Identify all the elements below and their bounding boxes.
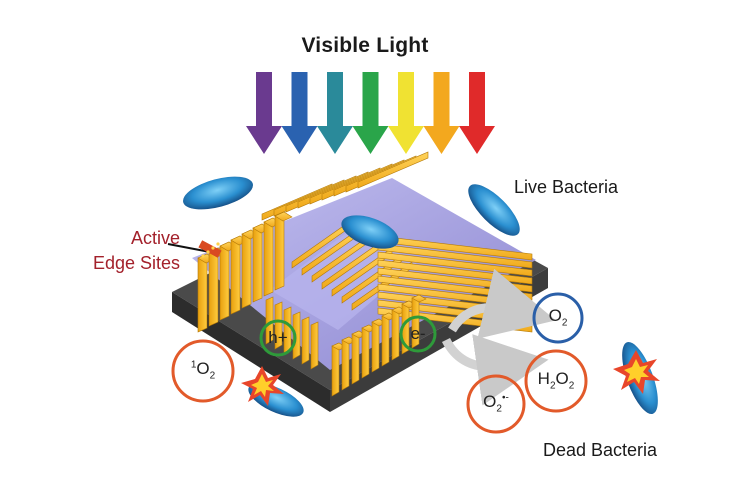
explosion-icon <box>241 366 284 406</box>
diagram-title: Visible Light <box>301 34 429 57</box>
edge-flake <box>197 253 208 333</box>
edge-flake-top <box>411 294 427 303</box>
singlet-oxygen-sup: 1 <box>190 359 197 371</box>
edge-flake <box>208 247 219 327</box>
edge-flake <box>263 217 274 297</box>
live-bacterium-1 <box>183 176 253 210</box>
singlet-oxygen-label: 1O2 <box>179 359 227 381</box>
light-arrow <box>281 72 318 154</box>
edge-flake <box>241 229 252 309</box>
superoxide-circle <box>466 374 526 434</box>
active-edge-sites-label: Active Edge Sites <box>70 226 180 276</box>
reduction-arrow <box>441 334 549 406</box>
light-arrow <box>352 72 389 154</box>
hydrogen-peroxide-label: H2O2 <box>526 369 586 391</box>
edge-flake <box>391 306 400 361</box>
dead-bacteria-label: Dead Bacteria <box>543 440 658 460</box>
singlet-oxygen-sub: 2 <box>209 370 216 382</box>
singlet-oxygen-base: O <box>196 359 210 378</box>
edge-flake-stacks <box>197 151 533 397</box>
explosion-icon <box>613 350 660 394</box>
oxygen-label: O2 <box>534 306 582 328</box>
edge-flake <box>351 330 360 385</box>
active-edge-marker <box>167 240 222 258</box>
light-arrow <box>317 72 353 154</box>
superoxide-label: O2•- <box>472 392 520 414</box>
h2o2-h: H <box>537 369 550 388</box>
edge-flake <box>252 223 263 303</box>
oxygen-circle <box>532 292 584 344</box>
electron-label: e- <box>410 324 426 343</box>
edge-flake <box>301 316 310 365</box>
light-arrow <box>459 72 495 154</box>
h2o2-o-sub: 2 <box>568 380 575 392</box>
hydrogen-peroxide-circle <box>524 349 588 413</box>
edge-flake <box>371 318 380 373</box>
active-edge-sites-line1: Active <box>130 228 180 248</box>
h2o2-o: O <box>555 369 569 388</box>
edge-flake-top <box>274 211 293 222</box>
superoxide-base: O <box>483 392 497 411</box>
live-bacterium-3 <box>341 215 399 249</box>
oxygen-base: O <box>548 306 562 325</box>
superoxide-sup: •- <box>501 392 509 404</box>
edge-flake <box>310 321 319 370</box>
light-arrow <box>246 72 282 154</box>
h2o2-h-sub: 2 <box>549 380 556 392</box>
live-bacteria-label: Live Bacteria <box>514 177 619 197</box>
electron-circle <box>399 315 437 353</box>
edge-flake <box>219 241 230 321</box>
edge-flake <box>357 151 429 189</box>
edge-flake <box>381 312 390 367</box>
visible-light-arrows <box>246 72 495 154</box>
live-bacterium-2 <box>468 184 520 236</box>
edge-flake <box>331 342 340 397</box>
edge-flake <box>230 235 241 315</box>
light-arrow <box>388 72 424 154</box>
active-edge-sites-line2: Edge Sites <box>92 253 180 273</box>
singlet-oxygen-circle <box>171 339 235 403</box>
hole-circle <box>259 319 297 357</box>
edge-flake <box>274 301 283 350</box>
electron-transfer-arrow <box>448 268 556 339</box>
edge-flake <box>361 324 370 379</box>
oxygen-sub: 2 <box>561 317 568 329</box>
hole-label: h+ <box>268 328 288 347</box>
edge-flake <box>265 296 274 345</box>
edge-flake <box>274 211 285 291</box>
edge-flake <box>341 336 350 391</box>
light-arrow <box>423 72 460 154</box>
superoxide-sub: 2 <box>496 403 502 415</box>
